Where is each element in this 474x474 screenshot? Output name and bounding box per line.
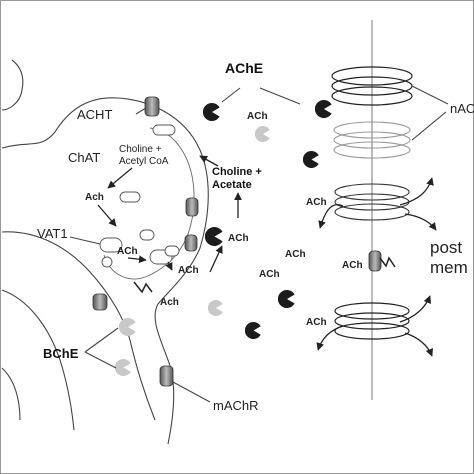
ach-label-terminal: Ach xyxy=(160,297,179,308)
presynaptic-membrane-top xyxy=(1,59,24,111)
nac-connector xyxy=(411,85,449,141)
ach-label-presynaptic: Ach xyxy=(85,192,104,203)
arrow-ach-to-vesicle xyxy=(97,204,117,227)
presynaptic-membrane xyxy=(1,97,209,445)
choline-acetate-label-2: Acetate xyxy=(212,179,252,191)
arrow-vesicle-right xyxy=(127,255,147,264)
acht-label: ACHT xyxy=(77,107,112,122)
ion-flow-arrow xyxy=(316,325,344,351)
bche-connector xyxy=(84,327,119,369)
choline-acetylcoa-label-2: Acetyl CoA xyxy=(119,156,169,167)
presynaptic-membrane-lower xyxy=(1,289,75,431)
choline-acetylcoa-label-1: Choline + xyxy=(119,144,162,155)
vesicle-pool xyxy=(99,124,180,268)
acht-transporter xyxy=(144,96,160,117)
vat1-connector xyxy=(69,236,101,245)
ach-label-vesicle: ACh xyxy=(117,246,138,257)
vesicle-transporter xyxy=(92,197,382,387)
vat1-label: VAT1 xyxy=(37,226,68,241)
ach-label-cleft-2: ACh xyxy=(285,249,306,260)
acht-connector xyxy=(135,107,147,115)
arrow-chat-to-ach xyxy=(107,167,133,189)
nachr-channel-4-open xyxy=(334,302,410,340)
ion-flow-arrow xyxy=(404,213,437,231)
presynaptic-membrane-inner xyxy=(1,231,156,421)
postsynaptic-label-1: post xyxy=(430,238,462,257)
ion-flow-arrow xyxy=(404,332,434,357)
ach-label-channel-4: ACh xyxy=(306,317,327,328)
chat-label: ChAT xyxy=(68,150,100,165)
zigzag-activation xyxy=(379,256,396,268)
nachr-channel-2 xyxy=(333,121,411,159)
nachr-channel-1 xyxy=(331,66,413,106)
ach-label-bound: ACh xyxy=(228,233,249,244)
choline-acetate-label-1: Choline + xyxy=(212,166,262,178)
postsynaptic-label-2: mem xyxy=(430,258,468,277)
arrow-release xyxy=(165,261,173,271)
ion-flow-arrow xyxy=(318,204,344,229)
bche-label: BChE xyxy=(43,346,79,361)
nachr-label: nAC xyxy=(450,101,474,116)
ache-connector xyxy=(221,87,301,105)
ach-label-cleft-1: ACh xyxy=(247,111,268,122)
ach-label-channel-3: ACh xyxy=(306,197,327,208)
ache-label: AChE xyxy=(225,60,263,76)
ach-label-cleft-3: ACh xyxy=(259,269,280,280)
zigzag-activation xyxy=(133,281,153,294)
arrow-choline-uptake xyxy=(199,155,219,167)
machr-connector xyxy=(172,381,211,403)
presynaptic-membrane-bottom xyxy=(1,367,21,421)
ion-flow-arrow xyxy=(399,295,432,323)
ach-label-machr: ACh xyxy=(342,260,363,271)
ion-flow-arrow xyxy=(399,177,434,206)
arrow-ach-to-ache xyxy=(209,245,223,273)
machr-label: mAChR xyxy=(213,398,259,413)
ach-label-release: ACh xyxy=(178,265,199,276)
nachr-channel-3-open xyxy=(334,183,410,221)
